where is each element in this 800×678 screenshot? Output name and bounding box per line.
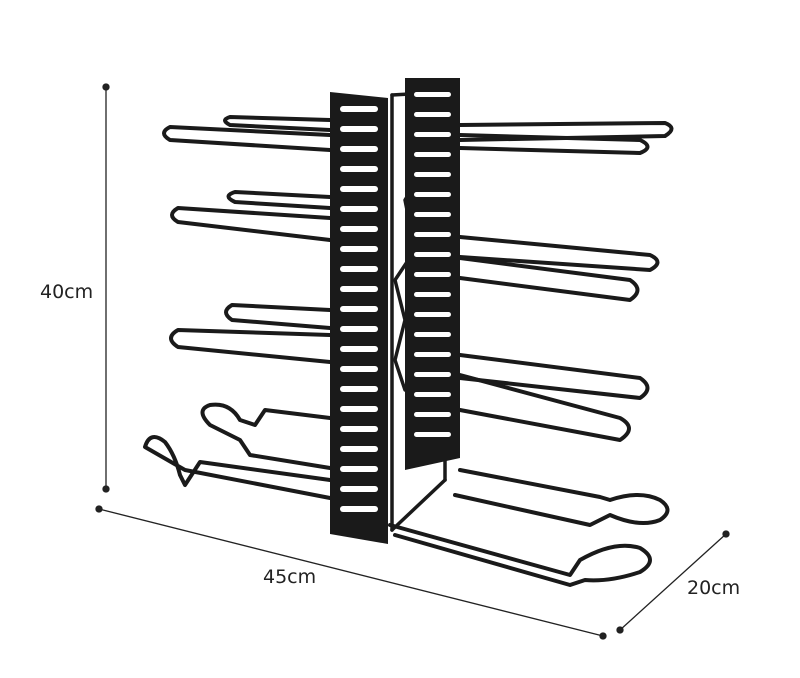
front-panel	[330, 92, 388, 544]
left-arms	[143, 115, 332, 500]
height-dimension-label: 40cm	[40, 281, 94, 303]
width-dimension-label: 45cm	[263, 566, 317, 588]
back-panel	[405, 78, 460, 470]
right-arms	[388, 121, 674, 587]
dimension-lines	[95, 83, 730, 640]
depth-dimension-label: 20cm	[687, 577, 741, 599]
